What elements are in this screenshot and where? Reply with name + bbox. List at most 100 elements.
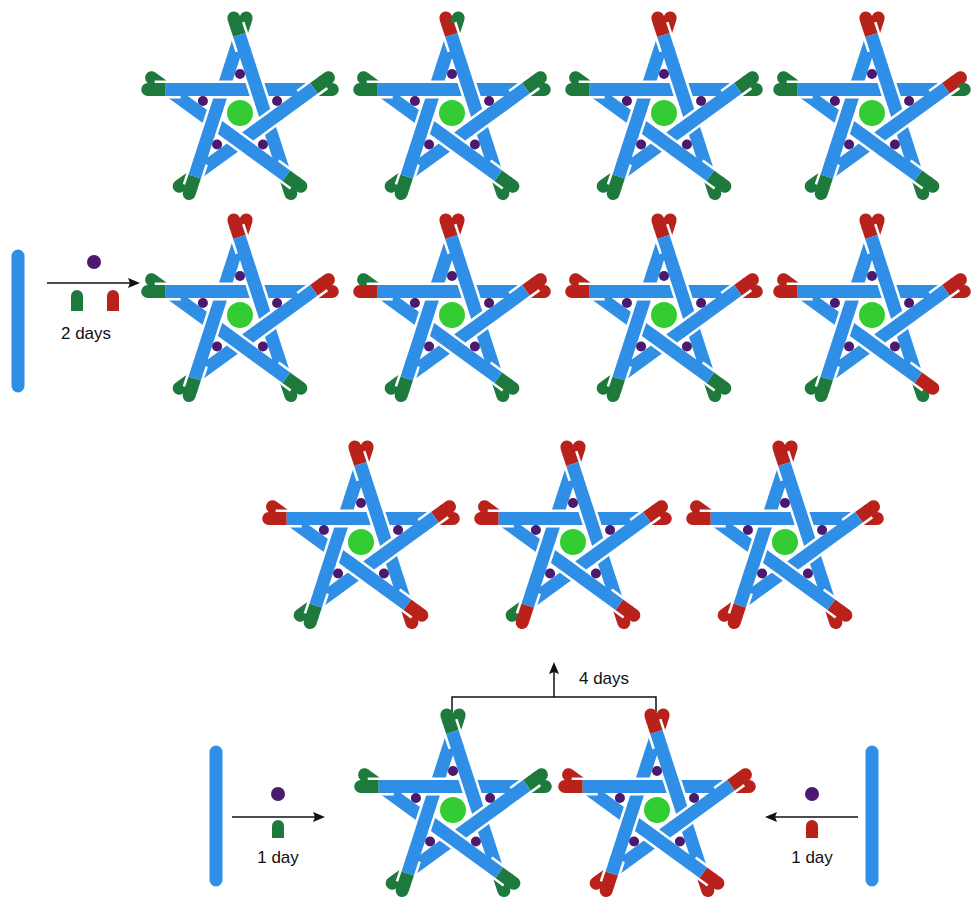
blue-rod — [499, 512, 648, 525]
rod-segment — [466, 773, 475, 800]
rod-end — [522, 605, 528, 622]
crossing-gap — [350, 563, 371, 578]
rod-segment — [527, 778, 537, 785]
rod-segment — [408, 858, 413, 873]
crossing-gap — [469, 316, 490, 331]
rod-end — [360, 83, 378, 96]
rod-end — [286, 378, 301, 389]
rod-end — [189, 378, 195, 395]
rod-segment — [663, 237, 668, 252]
rod-segment — [485, 368, 498, 377]
crossing-gap — [229, 336, 250, 351]
rod-segment — [435, 510, 445, 517]
rod-segment — [448, 226, 452, 237]
crossing-gap — [572, 778, 598, 796]
metal-ion — [258, 140, 268, 150]
pentafoil-knot — [572, 18, 757, 194]
rod-segment — [209, 83, 237, 96]
crossing-gap — [441, 336, 462, 351]
rod-segment — [781, 453, 785, 464]
rod-end — [269, 512, 287, 525]
rod-segment — [646, 831, 669, 847]
metal-ion — [393, 525, 403, 535]
rod-segment — [541, 538, 550, 565]
metal-ion — [485, 793, 495, 803]
rod-segment — [625, 806, 634, 833]
crossing-gap — [632, 110, 640, 135]
rod-segment — [528, 590, 533, 605]
rod-end — [499, 873, 514, 884]
metal-ion — [904, 96, 914, 106]
crossing-gap — [276, 510, 302, 528]
blue-rod — [711, 517, 831, 604]
rod-segment — [754, 512, 782, 525]
blue-rod — [711, 512, 860, 525]
rod-segment — [442, 831, 465, 847]
crossing-gap — [819, 596, 840, 611]
rod-end — [572, 285, 590, 298]
metal-ion — [87, 255, 101, 269]
crossing-gap — [868, 227, 876, 252]
metal-ion — [198, 96, 208, 106]
rod-segment — [710, 378, 720, 385]
rod-end — [734, 605, 740, 622]
rod-end — [498, 378, 513, 389]
rod-segment — [632, 311, 641, 338]
metal-ion — [622, 96, 632, 106]
rod-end — [401, 378, 407, 395]
rod-segment — [697, 368, 710, 377]
metal-ion — [682, 140, 692, 150]
crossing-gap — [257, 316, 278, 331]
rod-segment — [209, 285, 237, 298]
rod-end — [286, 176, 301, 187]
rod-segment — [798, 505, 807, 532]
crossing-gap — [736, 591, 744, 616]
crossing-gap — [634, 283, 660, 301]
metal-ion — [696, 298, 706, 308]
rod-segment — [697, 166, 710, 175]
rod-segment — [316, 590, 321, 605]
reaction-arrow — [232, 816, 315, 818]
rod-segment — [626, 780, 654, 793]
rod-segment — [946, 81, 956, 88]
rod-segment — [680, 316, 703, 332]
crossing-gap — [466, 774, 474, 799]
crossing-gap — [691, 864, 712, 879]
rod-segment — [831, 605, 841, 612]
metal-ion — [484, 96, 494, 106]
metal-ion — [652, 766, 662, 776]
rod-segment — [677, 76, 686, 103]
rod-segment — [740, 590, 745, 605]
crossing-gap — [486, 369, 507, 384]
green-cap — [71, 290, 83, 311]
rod-segment — [871, 35, 876, 50]
rod-segment — [468, 114, 491, 130]
crossing-gap — [403, 364, 411, 389]
rod-segment — [301, 290, 314, 299]
rod-segment — [441, 134, 464, 150]
rod-segment — [933, 290, 946, 299]
crossing-gap — [257, 114, 278, 129]
metal-ion — [531, 525, 541, 535]
metal-ion — [484, 298, 494, 308]
reaction-arrow — [553, 672, 555, 697]
rod-segment — [451, 237, 456, 252]
arrow-head — [128, 278, 140, 288]
rod-segment — [330, 512, 358, 525]
rod-segment — [407, 605, 417, 612]
rod-segment — [711, 512, 727, 525]
rod-segment — [154, 83, 166, 96]
rod-segment — [677, 278, 686, 305]
pentafoil-knot — [148, 220, 333, 396]
rod-segment — [774, 563, 797, 579]
rod-segment — [420, 109, 429, 136]
rod-segment — [673, 811, 696, 827]
crossing-gap — [755, 510, 781, 528]
crossing-gap — [469, 114, 490, 129]
crossing-gap — [404, 859, 412, 884]
crossing-gap — [465, 279, 473, 304]
rod-segment — [653, 134, 676, 150]
metal-ion — [830, 96, 840, 106]
rod-segment — [420, 311, 429, 338]
metal-ion — [333, 569, 343, 579]
